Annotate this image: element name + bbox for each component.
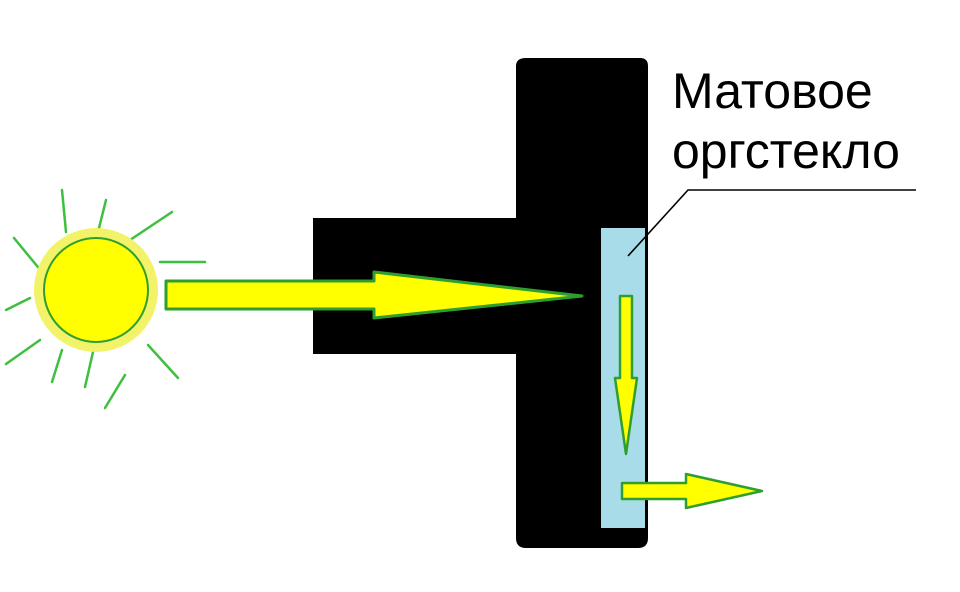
label-line-2: оргстекло bbox=[672, 123, 900, 179]
downward-light-arrow bbox=[613, 294, 639, 456]
sun-disk bbox=[43, 237, 149, 343]
label-leader-line bbox=[627, 189, 916, 257]
outgoing-light-arrow bbox=[620, 472, 764, 510]
label-line-1: Матовое bbox=[672, 63, 873, 119]
sun-icon bbox=[4, 188, 207, 410]
sun-rays bbox=[4, 188, 207, 410]
incoming-light-arrow bbox=[164, 270, 584, 320]
